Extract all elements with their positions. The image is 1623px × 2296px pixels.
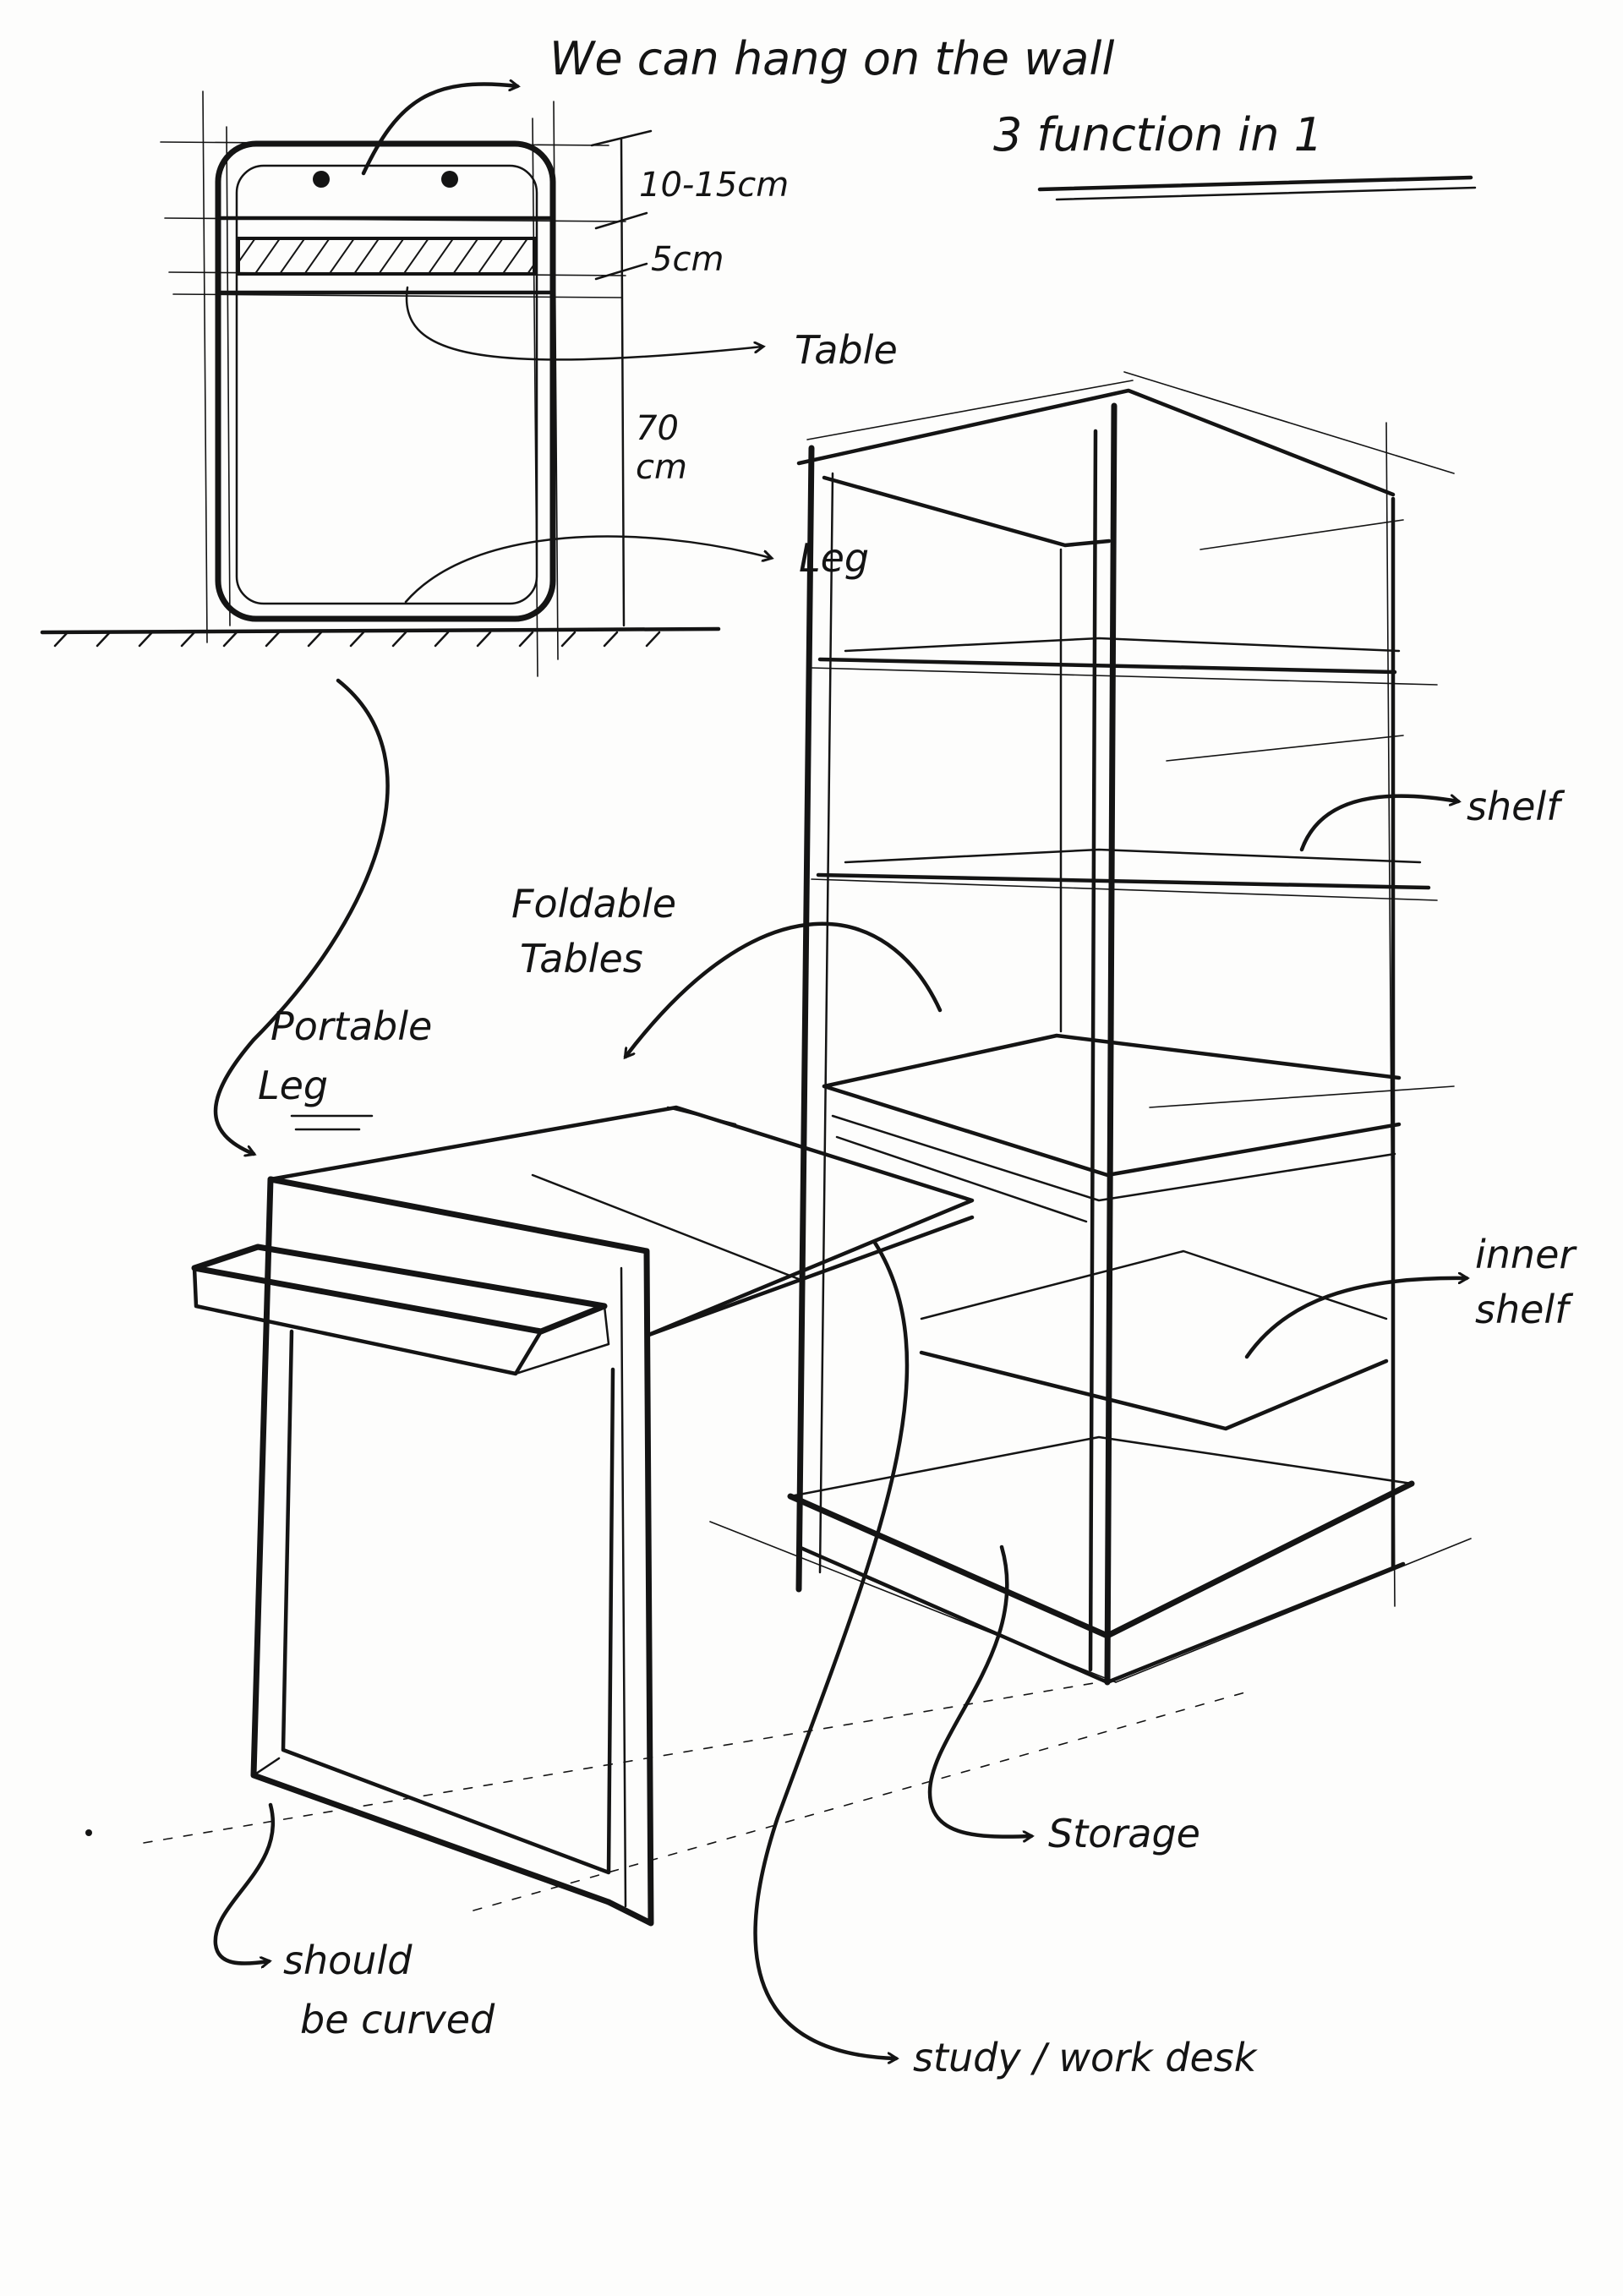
table-callout-arrow — [405, 286, 762, 361]
hanging-hole-left — [313, 171, 330, 188]
dimension-lines — [590, 129, 653, 627]
shelf-label: shelf — [1467, 784, 1565, 829]
tower-post-front-right-inner — [1088, 429, 1098, 1672]
dim-top-text: 10-15cm — [639, 166, 789, 205]
shelf-arrow — [1299, 794, 1458, 852]
tower-top-back — [796, 388, 1396, 497]
headline-underline — [1037, 175, 1473, 192]
ground-hatching — [53, 631, 661, 648]
table-label: Table — [795, 327, 898, 373]
table-edge-tick — [666, 1106, 737, 1126]
tower-bottom-base — [796, 1544, 1406, 1685]
shelf-tower-group — [709, 371, 1472, 1686]
storage-arrow — [927, 1544, 1031, 1837]
table-board-hatch — [237, 237, 536, 276]
headline-group: We can hang on the wall 3 function in 1 — [361, 32, 1477, 201]
dim-height-unit: cm — [636, 448, 687, 487]
portable-label-1: Portable — [270, 1003, 432, 1049]
portable-leg-depth — [620, 1266, 627, 1908]
headline-hang-text: We can hang on the wall — [549, 32, 1114, 85]
hang-arrow — [361, 84, 517, 176]
pen-dot — [85, 1829, 92, 1836]
shelf-1-back — [844, 637, 1401, 653]
table-top-front-edge — [644, 1215, 975, 1338]
tower-bottom-back — [789, 1435, 1413, 1498]
table-top-outline — [268, 1105, 975, 1338]
portable-leg-corner — [252, 1757, 281, 1777]
headline-underline-2 — [1055, 186, 1477, 201]
foldable-arrow — [626, 921, 943, 1057]
desk-box-top-back — [822, 1033, 1402, 1089]
floor-line-1 — [143, 1681, 1100, 1844]
desk-box-top-front-2 — [831, 1114, 1396, 1202]
tower-post-front-left-inner — [818, 472, 834, 1574]
inner-shelf-label-1: inner — [1475, 1232, 1577, 1277]
floor-line-2 — [473, 1690, 1252, 1911]
foldable-label-2: Tables — [520, 936, 643, 981]
portable-underline — [290, 1114, 374, 1131]
curved-arrow — [213, 1802, 275, 1964]
dim-mid-text: 5cm — [651, 240, 724, 279]
storage-label: Storage — [1048, 1811, 1200, 1856]
callouts-group: Foldable Tables Portable Leg shelf inner… — [213, 678, 1577, 2080]
tower-post-front-left — [795, 445, 815, 1593]
portable-label-2: Leg — [258, 1063, 328, 1108]
dim-height-value: 70 — [636, 409, 679, 448]
headline-function-text: 3 function in 1 — [993, 108, 1323, 161]
desk-label: study / work desk — [913, 2035, 1259, 2080]
leg-callout-arrow — [404, 535, 771, 604]
portable-arrow — [213, 678, 390, 1154]
inner-shelf-label-2: shelf — [1475, 1287, 1573, 1332]
curved-label-1: should — [283, 1938, 413, 1983]
inner-shelf-front — [919, 1350, 1389, 1431]
desk-arrow — [753, 1240, 910, 2058]
portable-leg-outer-right — [267, 1176, 654, 1927]
curved-label-2: be curved — [300, 1997, 495, 2042]
front-view-outer-frame — [215, 140, 556, 622]
desk-box-lower — [835, 1135, 1088, 1223]
inner-shelf-arrow — [1244, 1278, 1467, 1359]
front-view-group: 10-15cm 5cm 70 cm Table Leg — [40, 90, 898, 677]
leg-board-front — [192, 1266, 544, 1376]
tower-bottom-front — [787, 1480, 1415, 1639]
leg-board-side — [514, 1304, 610, 1375]
front-view-ground — [40, 626, 721, 635]
front-view-inner-frame — [235, 164, 538, 605]
desk-group — [143, 1105, 1252, 1927]
hanging-hole-right — [441, 171, 458, 188]
foldable-label-1: Foldable — [511, 881, 676, 927]
portable-leg-inner — [281, 1329, 615, 1875]
shelf-1-edge — [817, 657, 1397, 675]
table-fold-line — [531, 1173, 805, 1282]
shelf-2-edge — [816, 872, 1431, 890]
inner-shelf-back — [920, 1249, 1388, 1320]
desk-box-top-front — [822, 1084, 1402, 1178]
shelf-2-back — [844, 848, 1422, 864]
